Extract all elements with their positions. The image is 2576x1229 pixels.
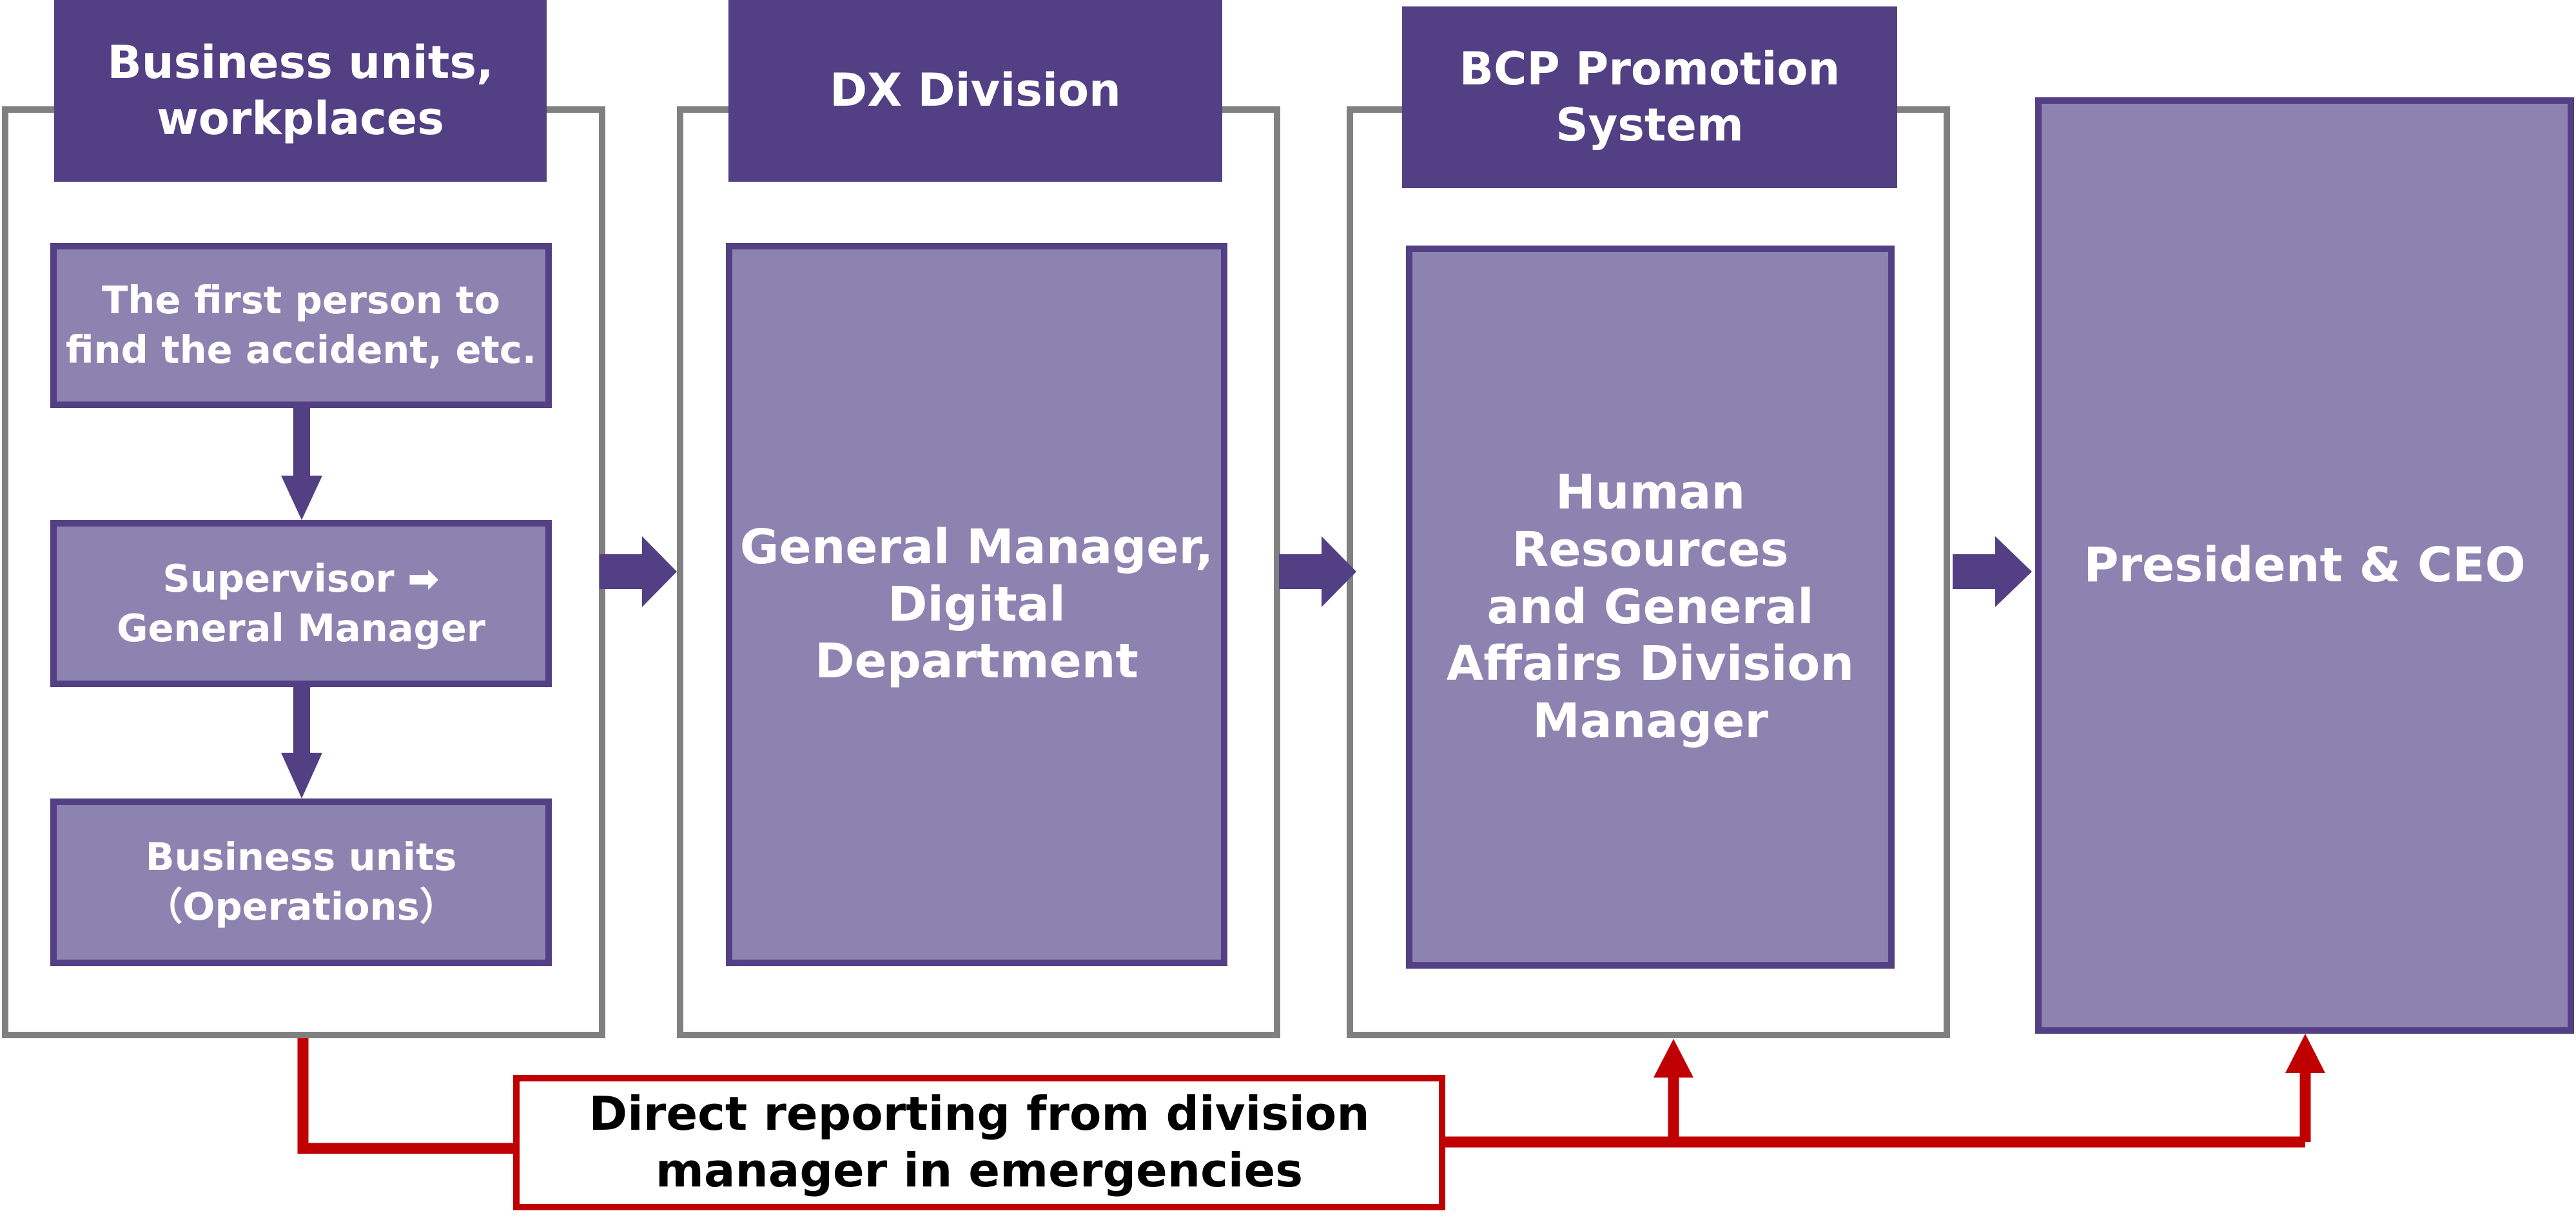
supervisor-box: Supervisor ➡ General Manager: [50, 520, 552, 687]
digital-department-manager-box: General Manager, Digital Department: [726, 243, 1227, 966]
emergency-report-path: [297, 1038, 2311, 1154]
right-arrow-3: [1953, 536, 2032, 607]
right-arrow-1: [600, 536, 677, 607]
emergency-report-label: Direct reporting from division manager i…: [513, 1075, 1445, 1210]
business-operations-box: Business units （Operations）: [50, 798, 552, 966]
down-arrow-1: [281, 408, 322, 520]
report-arrow-to-hr: [1654, 1039, 1693, 1078]
dx-division-header: DX Division: [728, 0, 1222, 182]
first-finder-box: The first person to find the accident, e…: [50, 243, 552, 408]
right-arrow-2: [1279, 536, 1356, 607]
hr-ga-manager-box: Human Resources and General Affairs Divi…: [1406, 246, 1895, 969]
bcp-promotion-header: BCP Promotion System: [1402, 6, 1897, 188]
president-ceo-box: President & CEO: [2035, 97, 2574, 1034]
down-arrow-2: [281, 687, 322, 798]
business-units-header: Business units, workplaces: [54, 0, 547, 182]
report-arrow-to-ceo: [2285, 1034, 2325, 1073]
